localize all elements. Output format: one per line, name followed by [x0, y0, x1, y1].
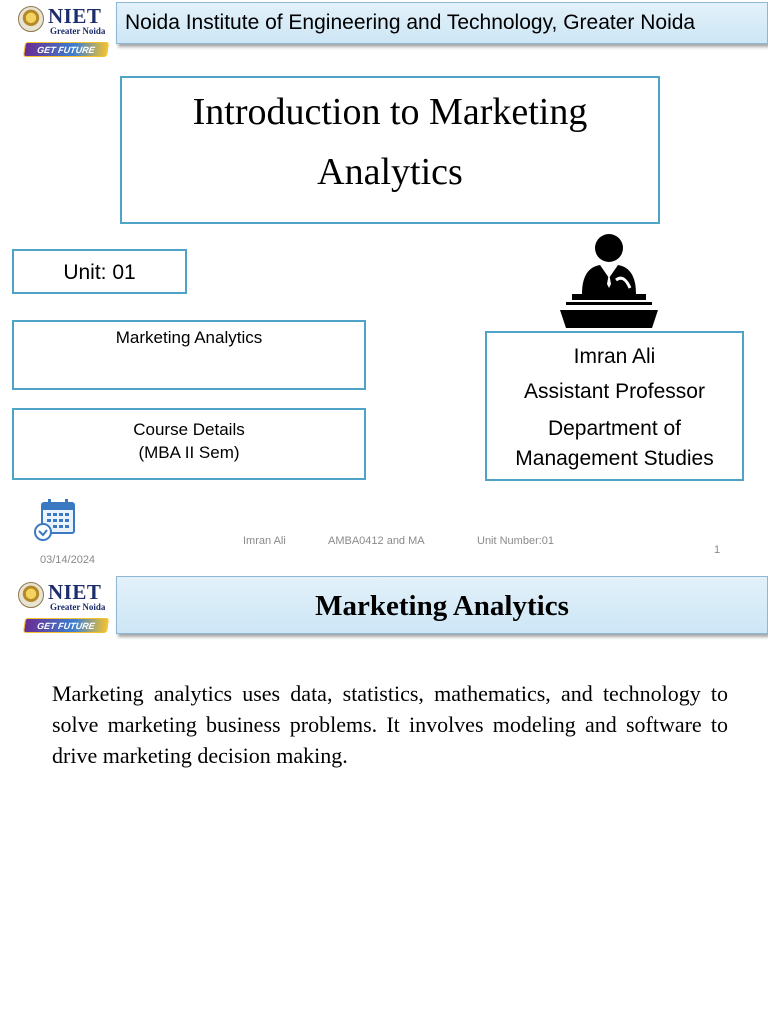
body-paragraph: Marketing analytics uses data, statistic… — [52, 681, 728, 768]
course-details-box: Course Details (MBA II Sem) — [12, 408, 366, 480]
logo-location: Greater Noida — [50, 602, 106, 612]
footer-unit: Unit Number:01 — [477, 535, 555, 547]
institute-header: Noida Institute of Engineering and Techn… — [116, 2, 768, 44]
unit-box: Unit: 01 — [12, 249, 187, 294]
title-box: Introduction to Marketing Analytics — [120, 76, 660, 224]
subject-label: Marketing Analytics — [115, 328, 263, 347]
author-box: Imran Ali Assistant Professor Department… — [485, 331, 744, 481]
logo-tagline: GET FUTURE READY — [22, 618, 110, 646]
institute-seal-icon — [18, 582, 44, 608]
author-department-line-2: Management Studies — [515, 447, 714, 470]
footer-page-number: 1 — [714, 544, 721, 556]
logo-brand: NIET — [48, 4, 102, 28]
logo-brand: NIET — [48, 580, 102, 604]
author-designation: Assistant Professor — [524, 380, 705, 403]
calendar-icon — [34, 499, 75, 541]
speaker-at-podium-icon — [560, 234, 658, 328]
slide-title-bar: Marketing Analytics — [116, 576, 768, 634]
course-semester: (MBA II Sem) — [138, 443, 240, 462]
footer-author: Imran Ali — [243, 535, 286, 547]
institute-seal-icon — [18, 6, 44, 32]
logo-tagline: GET FUTURE READY — [22, 42, 110, 70]
subject-box: Marketing Analytics — [12, 320, 366, 390]
course-details-label: Course Details — [133, 420, 245, 439]
unit-label: Unit: 01 — [63, 261, 136, 284]
title-line-2: Analytics — [317, 151, 463, 193]
author-department-line-1: Department of — [547, 417, 682, 440]
author-name: Imran Ali — [573, 345, 656, 368]
institute-name: Noida Institute of Engineering and Techn… — [125, 11, 696, 34]
slide-1: NIET Greater Noida GET FUTURE READY Noid… — [12, 2, 768, 566]
niet-logo: NIET Greater Noida GET FUTURE READY — [16, 578, 110, 646]
footer-course-code: AMBA0412 and MA — [328, 535, 425, 547]
footer-date: 03/14/2024 — [40, 554, 96, 566]
logo-location: Greater Noida — [50, 26, 106, 36]
niet-logo: NIET Greater Noida GET FUTURE READY — [16, 2, 110, 70]
slide-2: NIET Greater Noida GET FUTURE READY Mark… — [0, 572, 768, 1024]
title-line-1: Introduction to Marketing — [192, 91, 588, 133]
slide-title: Marketing Analytics — [315, 590, 569, 622]
